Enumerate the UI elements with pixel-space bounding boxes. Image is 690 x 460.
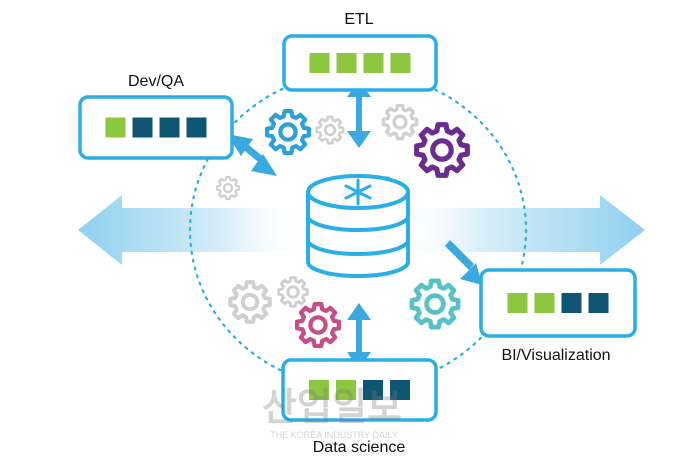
block-green <box>363 53 384 73</box>
watermark-sub-text: THE KOREA INDUSTRY DAILY <box>270 430 398 440</box>
stage-label-etl: ETL <box>344 11 373 28</box>
block-green <box>309 380 329 400</box>
block-green <box>309 53 330 73</box>
stage-box-bi <box>479 268 637 338</box>
stage-ds: Data science <box>281 358 438 456</box>
bi-connector-arrow <box>445 240 482 285</box>
block-green <box>390 53 411 73</box>
watermark-logo: 산업일보 THE KOREA INDUSTRY DAILY <box>262 387 402 440</box>
block-navy <box>561 293 582 313</box>
block-green <box>534 293 555 313</box>
stage-label-bi: BI/Visualization <box>501 347 610 364</box>
stage-devqa: Dev/QA <box>78 73 234 160</box>
right-flow-arrow <box>395 195 645 265</box>
block-navy <box>132 117 153 138</box>
watermark-main-text: 산업일보 <box>262 387 402 429</box>
gear-icon <box>215 175 241 201</box>
devqa-connector-arrow <box>227 134 277 176</box>
stage-label-ds: Data science <box>313 439 406 456</box>
gear-icon <box>267 111 309 153</box>
stage-box-ds <box>281 358 438 422</box>
block-navy <box>186 117 207 138</box>
stage-box-devqa <box>78 95 234 160</box>
gear-icon <box>315 115 345 145</box>
block-navy <box>588 293 609 313</box>
stage-label-devqa: Dev/QA <box>128 73 184 90</box>
trademark-symbol: ™ <box>384 175 390 182</box>
snowflake-logo-icon <box>344 178 372 206</box>
block-green <box>507 293 528 313</box>
left-flow-arrow <box>78 195 305 265</box>
stage-box-etl <box>282 34 438 92</box>
block-green <box>336 380 356 400</box>
block-green <box>105 117 126 138</box>
block-navy <box>363 380 383 400</box>
gear-icon <box>297 304 339 346</box>
stage-bi: BI/Visualization <box>479 268 637 364</box>
block-navy <box>159 117 180 138</box>
gear-icon <box>412 281 458 327</box>
stage-etl: ETL <box>282 11 438 92</box>
block-green <box>336 53 357 73</box>
block-navy <box>390 380 410 400</box>
gear-icon <box>277 276 309 308</box>
database-snowflake-icon <box>306 174 410 278</box>
gear-icon <box>230 282 270 322</box>
gear-icon <box>381 103 419 141</box>
gear-icon <box>417 125 468 176</box>
